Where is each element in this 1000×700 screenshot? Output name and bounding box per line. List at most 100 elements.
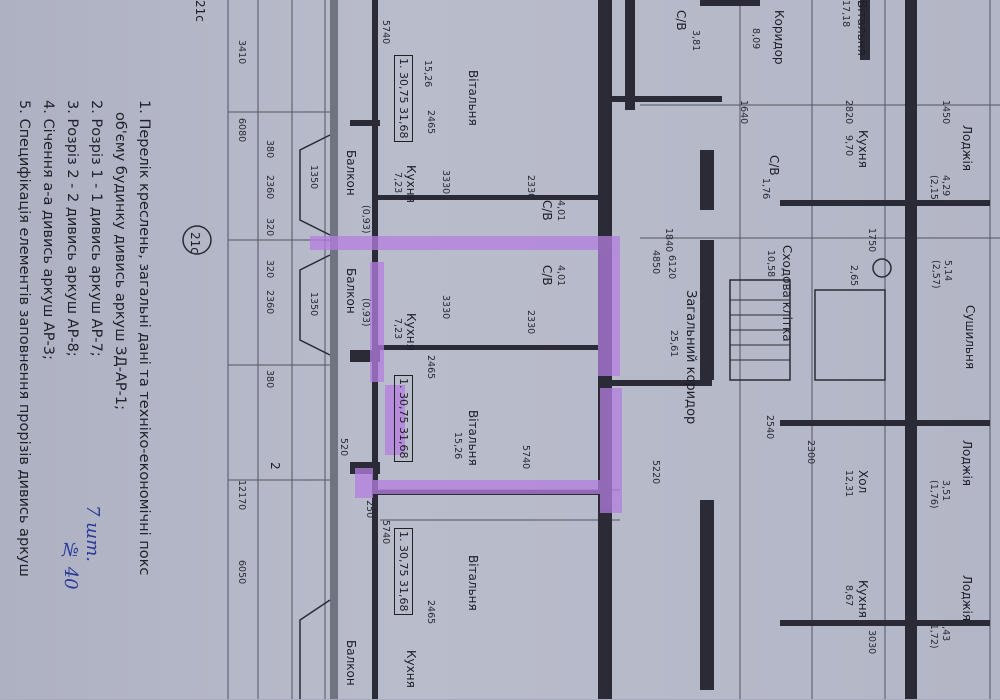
- dimension: 520: [338, 438, 349, 457]
- room-area: 9,70: [843, 135, 854, 157]
- dimension: 6120: [666, 255, 677, 280]
- room-balcony: Балкон: [344, 640, 358, 686]
- room-loggia: Лоджія: [960, 575, 974, 622]
- room-area: 4,01: [555, 265, 566, 287]
- apt-total: 30,75: [397, 72, 410, 104]
- room-area: 10,58: [765, 250, 776, 278]
- note-5: 5. Специфікація елементів заповнення про…: [16, 100, 32, 577]
- apt-number: 1.: [397, 58, 410, 69]
- note-1-cont: об'єму будинку дивись аркуш ЗД-АР-1;: [112, 112, 128, 411]
- apartment-summary: 1. 30,75 31,68: [394, 528, 413, 615]
- dimension: 1450: [940, 100, 951, 125]
- room-area: 4,29: [940, 175, 951, 197]
- apt-number: 1.: [397, 378, 410, 389]
- handwritten-quantity: 7 шт.: [82, 505, 103, 563]
- dimension: 250: [364, 500, 375, 519]
- room-area: 12,31: [843, 470, 854, 498]
- room-hall: Хол: [856, 470, 870, 494]
- dimension: 2820: [843, 100, 854, 125]
- room-area: 7,23: [392, 172, 403, 194]
- apt-number: 1.: [397, 531, 410, 542]
- room-area: 8,67: [843, 585, 854, 607]
- dimension: 3410: [236, 40, 247, 65]
- room-area: 1,76: [760, 178, 771, 200]
- note-4: 4. Січення а-а дивись аркуш АР-3;: [40, 100, 56, 360]
- dimension: 2360: [264, 175, 275, 200]
- dimension: 5740: [380, 20, 391, 45]
- room-area: 2,65: [848, 265, 859, 287]
- room-bathroom: С/В: [540, 265, 554, 286]
- room-bathroom-top: С/В: [674, 10, 688, 31]
- dimension: 2330: [525, 175, 536, 200]
- dimension: 320: [264, 218, 275, 237]
- dimension: 2465: [425, 110, 436, 135]
- section-mark: 2: [268, 462, 282, 470]
- room-kitchen-bottom: Кухня: [856, 580, 870, 618]
- apt-gross: 31,68: [397, 580, 410, 612]
- dimension: 2300: [805, 440, 816, 465]
- apt-total: 30,75: [397, 545, 410, 577]
- dimension: 1840: [663, 228, 674, 253]
- dimension: 3330: [440, 295, 451, 320]
- apt-living: 15,26: [422, 60, 433, 88]
- dimension: 3030: [866, 630, 877, 655]
- note-3: 3. Розріз 2 - 2 дивись аркуш АР-8;: [64, 100, 80, 357]
- room-area: 7,23: [392, 318, 403, 340]
- room-kitchen: Кухня: [404, 313, 418, 351]
- highlight-marks: [310, 236, 622, 513]
- dimension: 3330: [440, 170, 451, 195]
- room-balcony: Балкон: [344, 150, 358, 196]
- room-kitchen-right: Кухня: [856, 130, 870, 168]
- room-bathroom-2: С/В: [767, 155, 781, 176]
- dimension: 5220: [650, 460, 661, 485]
- dimension: 380: [264, 140, 275, 159]
- room-common-corridor: Загальний коридор: [683, 290, 698, 425]
- room-area: 25,61: [668, 330, 679, 358]
- room-loggia: Лоджія: [960, 440, 974, 487]
- dimension: 380: [264, 370, 275, 389]
- room-area-reduced: (1,72): [928, 620, 939, 649]
- room-area: 17,18: [840, 0, 851, 28]
- dimension: 6050: [236, 560, 247, 585]
- dimension: 1640: [738, 100, 749, 125]
- room-area: 3,51: [940, 480, 951, 502]
- room-stairwell: Сходова клітка: [780, 245, 794, 342]
- room-area: 4,01: [555, 200, 566, 222]
- room-corridor: Коридор: [772, 10, 786, 65]
- room-area: 3,81: [690, 30, 701, 52]
- dimension: 2540: [764, 415, 775, 440]
- room-living: Вітальня: [466, 555, 480, 611]
- dimension: 5740: [380, 520, 391, 545]
- apt-gross: 31,68: [397, 427, 410, 459]
- apt-total: 30,75: [397, 392, 410, 424]
- room-area-reduced: (1,76): [928, 480, 939, 509]
- handwritten-number: № 40: [60, 540, 81, 590]
- dimension: 1350: [308, 292, 319, 317]
- room-area: 15,26: [452, 432, 463, 460]
- room-drying: Сушильня: [963, 305, 977, 370]
- apartment-summary: 1. 30,75 31,68: [394, 375, 413, 462]
- dimension: 5740: [520, 445, 531, 470]
- dimension: 4850: [650, 250, 661, 275]
- room-living-top: Вітальня: [855, 0, 869, 56]
- room-living: Вітальня: [466, 70, 480, 126]
- room-bathroom: С/В: [540, 200, 554, 221]
- dimension: 2330: [525, 310, 536, 335]
- dimension: 6080: [236, 118, 247, 143]
- dimension: 1350: [308, 165, 319, 190]
- room-area-reduced: (2,15): [928, 175, 939, 204]
- room-area: (0,93): [360, 298, 371, 327]
- drawing-notes: 1. Перелік креслень, загальні дані та те…: [12, 100, 156, 700]
- dimension: 1750: [866, 228, 877, 253]
- note-1: 1. Перелік креслень, загальні дані та те…: [136, 100, 152, 576]
- axis-mark: 21с: [188, 232, 202, 254]
- room-area: 3,43: [940, 620, 951, 642]
- room-kitchen: Кухня: [404, 165, 418, 203]
- dimension: 320: [264, 260, 275, 279]
- apartment-summary: 1. 30,75 31,68: [394, 55, 413, 142]
- room-living: Вітальня: [466, 410, 480, 466]
- note-2: 2. Розріз 1 - 1 дивись аркуш АР-7;: [88, 100, 104, 357]
- dimension: 12170: [236, 480, 247, 511]
- dimension: 2465: [425, 355, 436, 380]
- dimension: 2360: [264, 290, 275, 315]
